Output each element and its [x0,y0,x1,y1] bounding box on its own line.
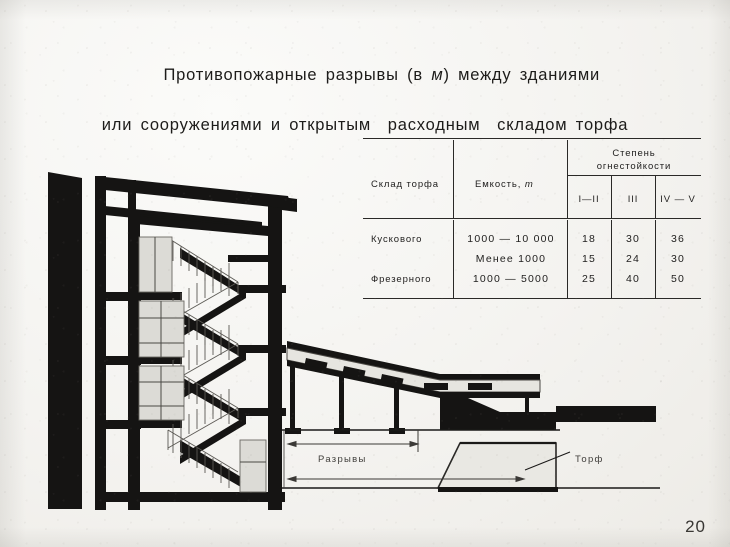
table-vline-2b [567,220,568,298]
roof-slab [95,176,292,209]
table-vline-4b [655,220,656,298]
header-capacity-unit: т [524,179,534,190]
table-top-rule [363,138,701,139]
peat-base-band [438,487,558,492]
label-peat: Торф [575,454,604,465]
header-degree-4-5: IV — V [660,194,696,205]
row1-capacity: 1000 — 10 000 [467,233,555,245]
row1-v3: 36 [670,233,686,245]
title-line-2: или сооружениями и открытым расходным ск… [101,116,629,134]
row2-capacity: Менее 1000 [475,253,547,265]
far-wall-band [556,406,656,422]
table-vline-4 [655,176,656,218]
table-row: Фрезерного [371,274,432,285]
table-group-rule [567,175,701,176]
attic-post [128,180,136,216]
table-row: Кускового [371,234,423,245]
row3-v3: 50 [670,273,686,285]
table-vline-3 [611,176,612,218]
doors [138,236,267,493]
table-bottom-rule [363,298,701,299]
row3-v2: 40 [625,273,641,285]
row2-v3: 30 [670,253,686,265]
row2-v2: 24 [625,253,641,265]
table-vline-2 [567,140,568,218]
header-degree-3: III [627,194,639,205]
header-fire-resistance-line2: огнестойкости [596,161,672,172]
title-unit-m: м [431,66,444,84]
row3-v1: 25 [581,273,597,285]
header-degree-1-2: I—II [578,194,600,205]
attic-floor-slab [136,216,268,236]
stair-shaft-left-wall [95,176,106,510]
peat-leader-line [524,451,571,471]
dimension-lines [283,430,526,488]
table-vline-3b [611,220,612,298]
roof-eave [282,197,297,212]
conveyor-gallery [285,341,541,434]
row3-capacity: 1000 — 5000 [472,273,550,285]
table-vline-1b [453,220,454,298]
title-line-1-b: ) между зданиями [443,66,601,84]
header-storage: Склад торфа [371,179,439,190]
peat-heap-silhouette [440,398,556,430]
header-capacity: Емкость, т [475,179,534,190]
row1-v2: 30 [625,233,641,245]
title-line-1: Противопожарные разрывы (в м) между здан… [0,38,730,113]
peat-stockpile [436,442,557,489]
page-title: Противопожарные разрывы (в м) между здан… [0,38,730,138]
label-gaps: Разрывы [318,454,367,465]
table-header-rule [363,218,701,219]
floor-slabs [95,285,286,502]
header-fire-resistance-line1: Степень [612,148,656,159]
header-capacity-text: Емкость, [475,179,525,190]
table-vline-1 [453,140,454,218]
gallery-columns [285,362,529,434]
stair-landings [140,255,268,428]
title-line-1-a: Противопожарные разрывы (в [163,66,432,84]
firewall-wall [48,172,82,509]
fire-gap-table: Склад торфа Емкость, т Степень огнестойк… [363,138,701,300]
row2-v1: 15 [581,253,597,265]
row1-v1: 18 [581,233,597,245]
page-number: 20 [685,517,706,536]
